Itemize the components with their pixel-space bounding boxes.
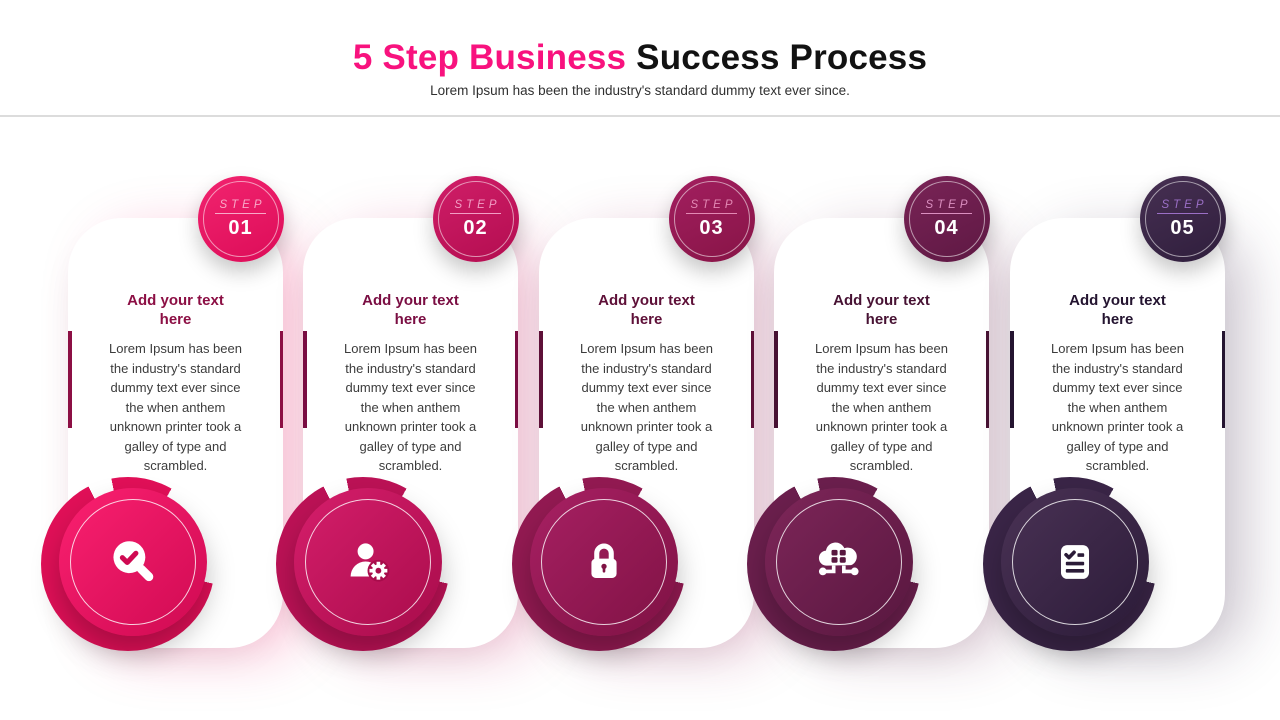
step-heading: Add your text here: [362, 292, 459, 328]
right-accent-bar: [1221, 331, 1225, 428]
step-icon-circle: [530, 488, 678, 636]
left-accent-bar: [68, 331, 72, 428]
step-body-text: Lorem Ipsum has been the industry's stan…: [344, 341, 477, 473]
step-icon-circle: [294, 488, 442, 636]
step-icon-circle: [765, 488, 913, 636]
right-accent-bar: [750, 331, 754, 428]
slide-header: 5 Step Business Success Process Lorem Ip…: [0, 0, 1280, 115]
right-accent-bar: [985, 331, 989, 428]
page-title: 5 Step Business Success Process: [0, 0, 1280, 75]
page-title-rest: Success Process: [626, 38, 928, 77]
right-accent-bar: [279, 331, 283, 428]
right-accent-bar: [514, 331, 518, 428]
step-badge: STEP 02: [432, 176, 519, 262]
step-badge-number: 05: [1170, 216, 1195, 239]
step-badge-number: 01: [228, 216, 253, 239]
step-badge-label: STEP: [686, 199, 737, 214]
step-column-3: STEP 03 Add your text here Lorem Ipsum h…: [512, 160, 755, 690]
cloud-network-icon: [810, 533, 868, 591]
step-heading: Add your text here: [127, 292, 224, 328]
step-column-5: STEP 05 Add your text here Lorem Ipsum h…: [983, 160, 1226, 690]
step-badge-label: STEP: [450, 199, 501, 214]
checklist-icon: [1046, 533, 1104, 591]
padlock-icon: [575, 533, 633, 591]
left-accent-bar: [539, 331, 543, 428]
step-column-2: STEP 02 Add your text here Lorem Ipsum h…: [276, 160, 519, 690]
step-column-4: STEP 04 Add your text here Lorem Ipsum h…: [747, 160, 990, 690]
step-heading: Add your text here: [833, 292, 930, 328]
step-body-text: Lorem Ipsum has been the industry's stan…: [1051, 341, 1184, 473]
step-badge: STEP 01: [197, 176, 284, 262]
header-divider: [0, 115, 1280, 117]
step-badge: STEP 03: [668, 176, 755, 262]
step-badge-number: 03: [699, 216, 724, 239]
step-heading: Add your text here: [1069, 292, 1166, 328]
step-body-text: Lorem Ipsum has been the industry's stan…: [815, 341, 948, 473]
step-badge-label: STEP: [215, 199, 266, 214]
step-badge: STEP 04: [903, 176, 990, 262]
left-accent-bar: [1010, 331, 1014, 428]
step-badge: STEP 05: [1139, 176, 1226, 262]
step-badge-label: STEP: [921, 199, 972, 214]
step-body-text: Lorem Ipsum has been the industry's stan…: [580, 341, 713, 473]
page-subtitle: Lorem Ipsum has been the industry's stan…: [430, 83, 850, 98]
step-column-1: STEP 01 Add your text here Lorem Ipsum h…: [41, 160, 284, 690]
step-body-text: Lorem Ipsum has been the industry's stan…: [109, 341, 242, 473]
step-badge-label: STEP: [1157, 199, 1208, 214]
left-accent-bar: [774, 331, 778, 428]
step-icon-circle: [59, 488, 207, 636]
user-gear-icon: [339, 533, 397, 591]
left-accent-bar: [303, 331, 307, 428]
step-icon-circle: [1001, 488, 1149, 636]
step-badge-number: 04: [934, 216, 959, 239]
page-title-accent: 5 Step Business: [352, 38, 627, 77]
step-heading: Add your text here: [598, 292, 695, 328]
search-check-icon: [104, 533, 162, 591]
step-badge-number: 02: [463, 216, 488, 239]
